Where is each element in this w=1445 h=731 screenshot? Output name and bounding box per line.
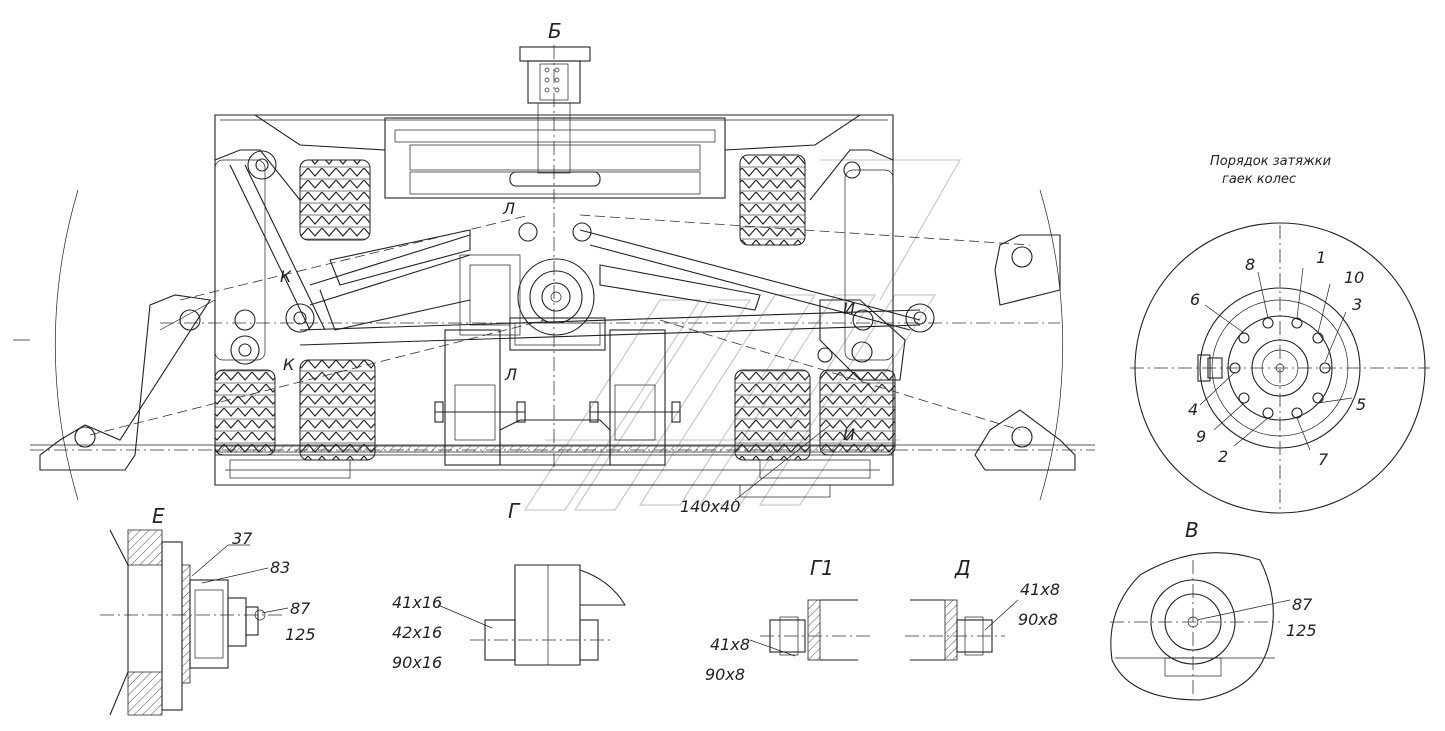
section-mark-k2: К — [283, 355, 295, 374]
section-mark-k1: К — [280, 267, 292, 286]
detail-v: В 87 125 — [1110, 518, 1317, 701]
torque-num-10: 10 — [1344, 268, 1364, 287]
wheel-torque-view: Порядок затяжки гаек колес — [1130, 154, 1430, 514]
view-label-g1: Г1 — [810, 556, 834, 580]
detail-v-125: 125 — [1286, 621, 1317, 640]
view-label-g: Г — [508, 499, 521, 523]
section-mark-l2: Л — [504, 365, 517, 384]
torque-num-7: 7 — [1318, 450, 1329, 469]
torque-num-9: 9 — [1196, 427, 1206, 446]
torque-title-line1: Порядок затяжки — [1210, 154, 1331, 169]
detail-d-90x8: 90х8 — [1018, 610, 1058, 629]
view-label-d: Д — [954, 556, 971, 580]
section-mark-l1: Л — [502, 199, 515, 218]
detail-g-42x16: 42х16 — [392, 623, 442, 642]
detail-e-125: 125 — [285, 625, 316, 644]
torque-num-2: 2 — [1218, 447, 1228, 466]
torque-leaders — [1199, 267, 1353, 451]
detail-v-87: 87 — [1292, 595, 1313, 614]
detail-e-83: 83 — [270, 558, 290, 577]
view-label-e: Е — [152, 504, 165, 528]
detail-g1: Г1 41х8 90х8 — [705, 556, 870, 684]
detail-g: Г 41х16 42х16 90х16 — [392, 499, 626, 672]
view-label-b: Б — [548, 19, 562, 43]
torque-num-6: 6 — [1190, 290, 1200, 309]
detail-d-41x8: 41х8 — [1020, 580, 1060, 599]
main-assembly-view — [13, 45, 1095, 501]
section-mark-i1: И — [843, 299, 855, 318]
detail-g-41x16: 41х16 — [392, 593, 442, 612]
torque-num-5: 5 — [1356, 395, 1366, 414]
detail-d: Д 41х8 90х8 — [905, 556, 1060, 661]
detail-e-87: 87 — [290, 599, 311, 618]
detail-g-90x16: 90х16 — [392, 653, 442, 672]
main-labels: Б Л Л К К И И 140х40 — [280, 19, 855, 516]
detail-e: Е 37 83 87 125 — [100, 504, 316, 716]
torque-num-1: 1 — [1316, 248, 1326, 267]
view-label-v: В — [1185, 518, 1199, 542]
torque-num-8: 8 — [1245, 255, 1255, 274]
detail-e-37: 37 — [232, 529, 253, 548]
detail-g1-41x8: 41х8 — [710, 635, 750, 654]
torque-num-3: 3 — [1352, 295, 1362, 314]
pivot-points — [74, 150, 1033, 448]
detail-g1-90x8: 90х8 — [705, 665, 745, 684]
torque-num-4: 4 — [1188, 400, 1198, 419]
section-mark-i2: И — [843, 425, 855, 444]
torque-title-line2: гаек колес — [1222, 172, 1296, 187]
dimension-140x40: 140х40 — [680, 497, 740, 516]
